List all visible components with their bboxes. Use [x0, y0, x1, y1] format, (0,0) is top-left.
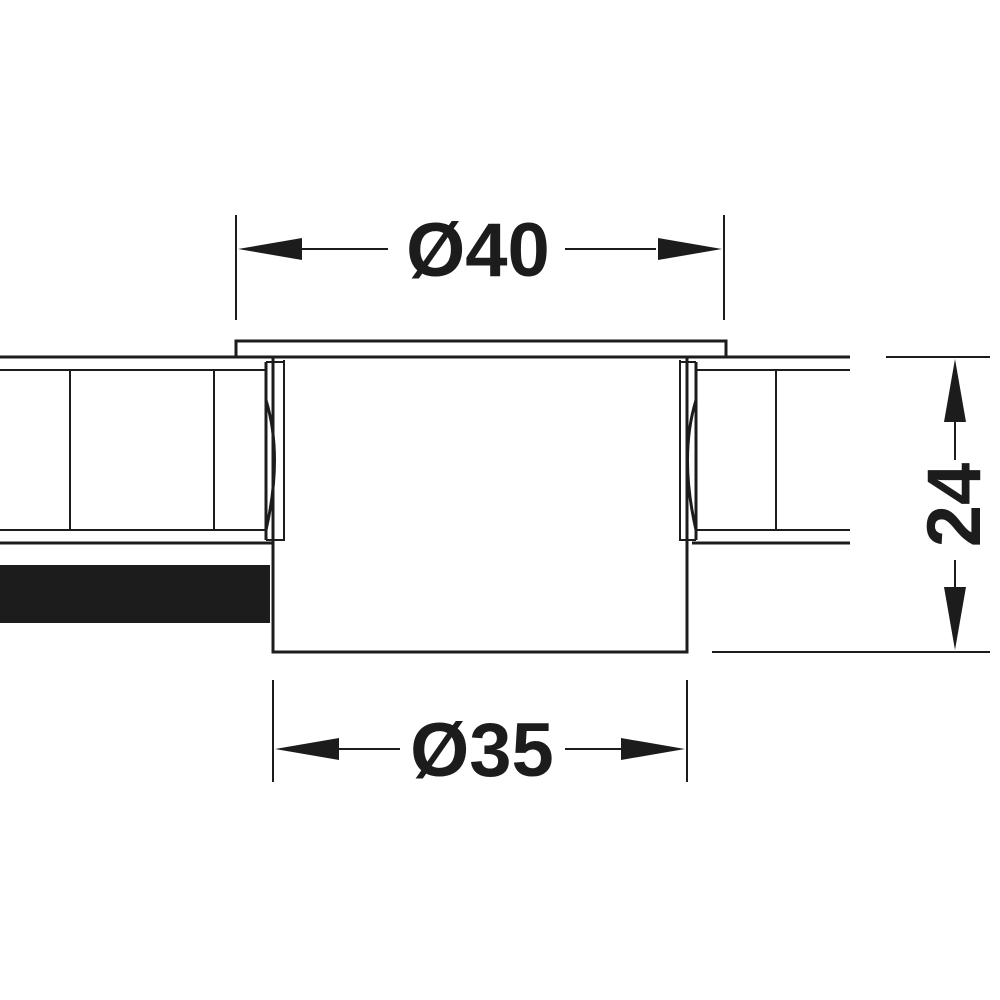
housing-body [271, 355, 689, 654]
panel-right [692, 355, 850, 545]
arrowhead-left [275, 738, 339, 760]
luminaire-housing [234, 339, 728, 654]
arrowhead-right [621, 738, 685, 760]
dimension-label-bottom: Ø35 [410, 708, 554, 793]
flange [234, 339, 728, 359]
dimension-label-height: 24 [912, 463, 997, 548]
arrowhead-up [944, 359, 966, 422]
cable [0, 565, 270, 623]
arrowhead-down [944, 587, 966, 650]
arrowhead-right [658, 238, 722, 260]
dimension-top-diameter [235, 215, 725, 320]
dimension-bottom-diameter [272, 680, 688, 782]
dimension-height [712, 356, 990, 653]
spring-clip-right [680, 361, 698, 541]
dimension-label-top: Ø40 [406, 208, 550, 293]
arrowhead-left [238, 238, 302, 260]
panel-left [0, 355, 272, 545]
spring-clip-left [264, 361, 284, 541]
